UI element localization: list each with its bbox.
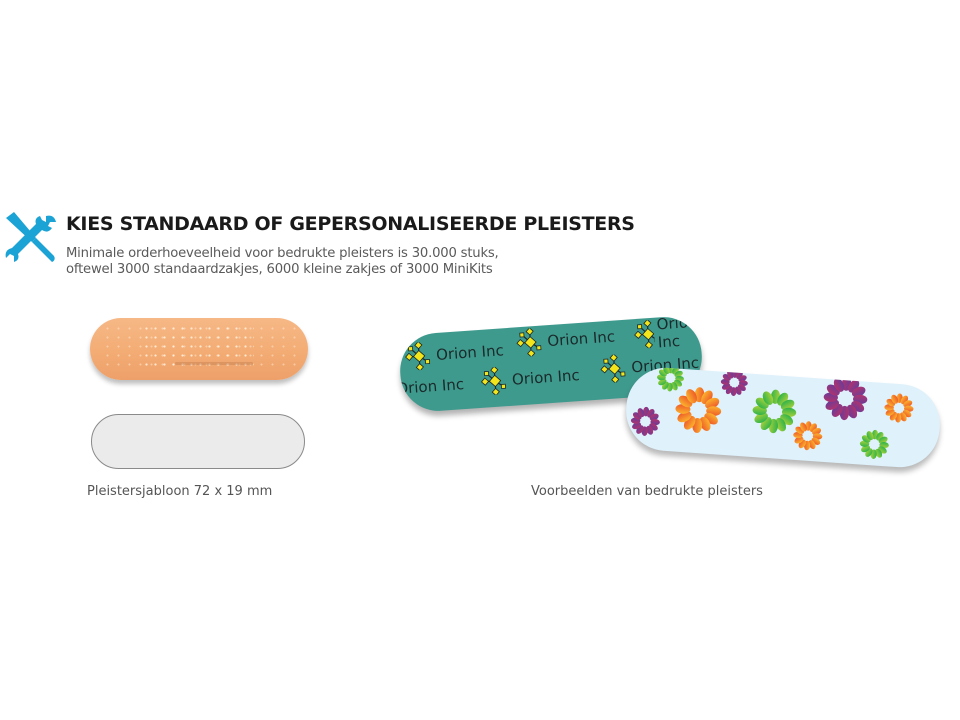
orion-molecule-icon	[480, 366, 507, 396]
orion-molecule-icon	[404, 341, 431, 372]
standard-skin-bandage-image	[90, 318, 308, 380]
template-caption: Pleistersjabloon 72 x 19 mm	[87, 484, 273, 499]
examples-caption: Voorbeelden van bedrukte pleisters	[531, 484, 763, 499]
orion-molecule-icon	[633, 319, 656, 350]
orion-molecule-icon	[515, 327, 543, 358]
flower-pattern	[629, 365, 915, 460]
orion-logo: Orion Inc	[515, 323, 616, 358]
bandage-template-outline	[91, 414, 305, 469]
orion-logo: Orion Inc	[404, 336, 504, 372]
wrench-screwdriver-icon	[5, 212, 57, 262]
subtitle-line-1: Minimale orderhoeveelheid voor bedrukte …	[66, 246, 499, 261]
orion-logo: Orion Inc	[633, 315, 704, 354]
page-title: KIES STANDAARD OF GEPERSONALISEERDE PLEI…	[66, 213, 635, 235]
page-subtitle: Minimale orderhoeveelheid voor bedrukte …	[66, 246, 499, 278]
orion-molecule-icon	[599, 353, 627, 384]
printed-bandage-flowers	[623, 365, 943, 470]
subtitle-line-2: oftewel 3000 standaardzakjes, 6000 klein…	[66, 262, 493, 277]
orion-logo: Orion Inc	[397, 375, 465, 398]
orion-logo: Orion Inc	[480, 361, 580, 396]
